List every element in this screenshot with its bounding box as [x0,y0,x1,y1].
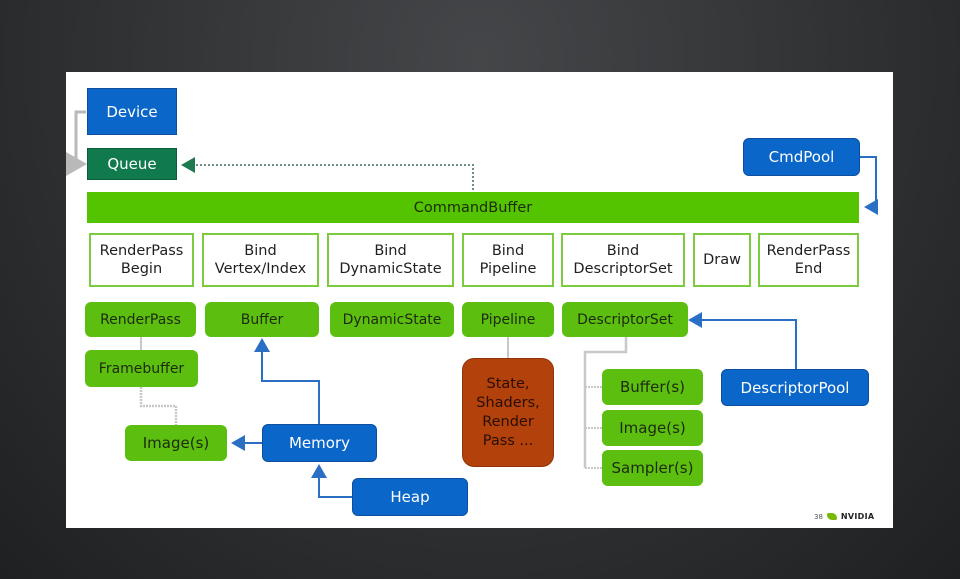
buffer-node[interactable]: Buffer [205,302,319,337]
descriptorset-node[interactable]: DescriptorSet [562,302,688,337]
command-bind-dynamicstate[interactable]: Bind DynamicState [327,233,454,287]
slide-footer: 38 NVIDIA [814,512,874,521]
pipeline-state-node[interactable]: State, Shaders, Render Pass ... [462,358,554,467]
renderpass-node[interactable]: RenderPass [85,302,196,337]
command-bind-pipeline[interactable]: Bind Pipeline [462,233,554,287]
descriptorpool-node[interactable]: DescriptorPool [721,369,869,406]
queue-node[interactable]: Queue [87,148,177,180]
pipeline-node[interactable]: Pipeline [462,302,554,337]
images-node[interactable]: Image(s) [125,425,227,461]
nvidia-eye-icon [826,513,837,520]
command-bind-vertex-index[interactable]: Bind Vertex/Index [202,233,319,287]
nvidia-logo-text: NVIDIA [840,512,875,521]
command-draw[interactable]: Draw [693,233,751,287]
descriptor-samplers-node[interactable]: Sampler(s) [602,450,703,486]
device-node[interactable]: Device [87,88,177,135]
command-renderpass-begin[interactable]: RenderPass Begin [89,233,194,287]
cmdpool-node[interactable]: CmdPool [743,138,860,176]
memory-node[interactable]: Memory [262,424,377,462]
command-renderpass-end[interactable]: RenderPass End [758,233,859,287]
page-number: 38 [814,512,823,521]
descriptor-images-node[interactable]: Image(s) [602,410,703,446]
commandbuffer-bar[interactable]: CommandBuffer [87,192,859,223]
dynamicstate-node[interactable]: DynamicState [330,302,454,337]
framebuffer-node[interactable]: Framebuffer [85,350,198,387]
heap-node[interactable]: Heap [352,478,468,516]
descriptor-buffers-node[interactable]: Buffer(s) [602,369,703,405]
command-bind-descriptorset[interactable]: Bind DescriptorSet [561,233,685,287]
